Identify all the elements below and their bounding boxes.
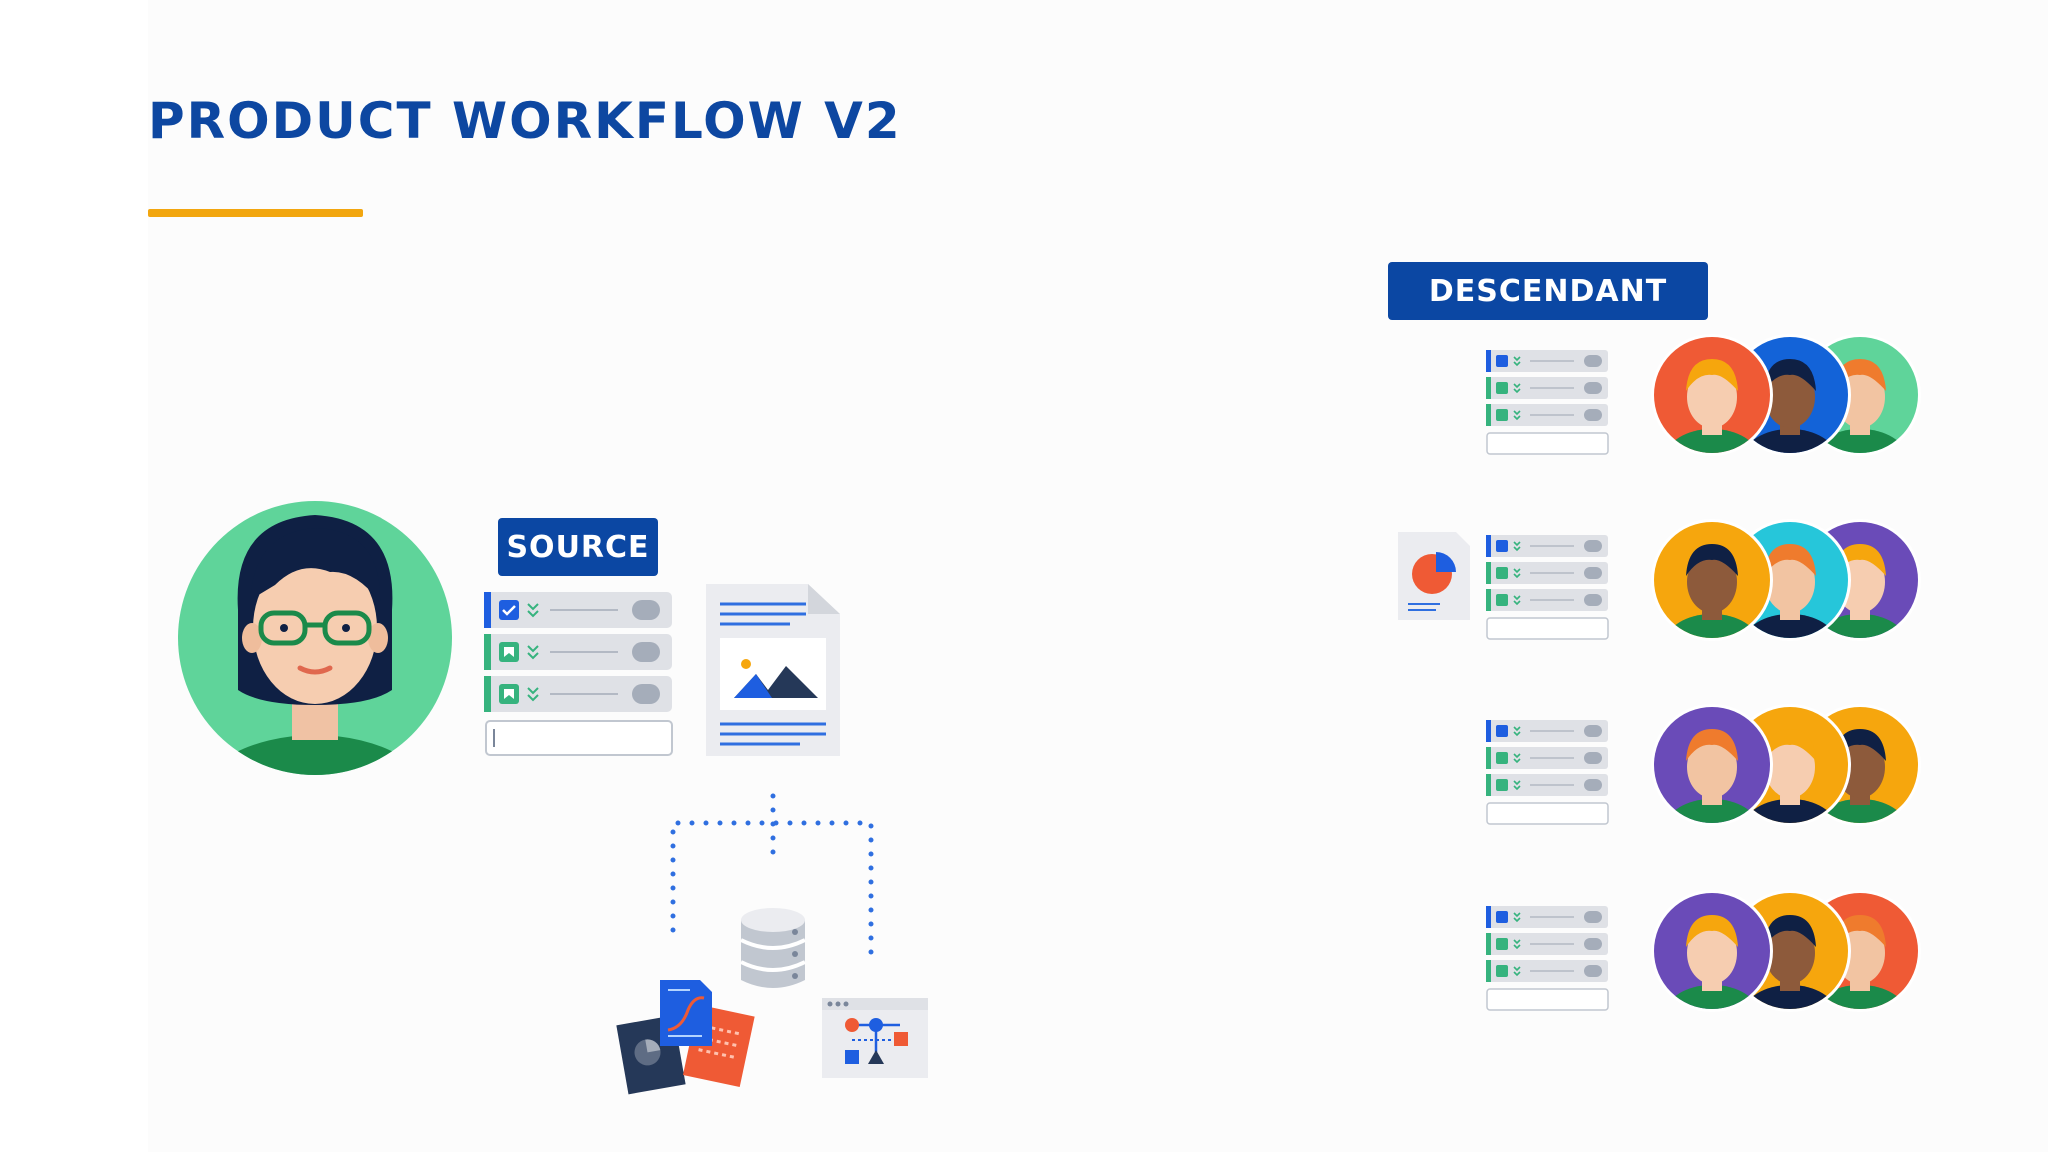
title-underline <box>148 209 363 217</box>
task-row <box>1486 377 1608 399</box>
task-list <box>1486 720 1609 825</box>
task-row <box>484 676 672 712</box>
task-row <box>1486 960 1608 982</box>
task-input <box>1486 988 1609 1011</box>
woman-glasses-avatar <box>1651 334 1773 456</box>
task-input <box>1486 802 1609 825</box>
task-row <box>1486 906 1608 928</box>
man-avatar <box>1651 519 1773 641</box>
source-label: SOURCE <box>498 518 658 576</box>
source-task-list <box>484 592 673 756</box>
task-list <box>1486 906 1609 1011</box>
document-image-icon <box>706 584 840 756</box>
flowchart-window-icon <box>822 998 928 1078</box>
task-row <box>1486 350 1608 372</box>
task-row <box>484 634 672 670</box>
files-stack-icon <box>616 980 755 1095</box>
task-row <box>1486 535 1608 557</box>
task-list <box>1486 535 1609 640</box>
database-icon <box>740 908 806 988</box>
task-row <box>1486 933 1608 955</box>
woman-hijab-avatar <box>1651 704 1773 826</box>
task-row <box>1486 589 1608 611</box>
task-input <box>1486 432 1609 455</box>
dotted-connector <box>670 793 874 963</box>
descendant-avatar-groups <box>1651 334 1921 1012</box>
task-input <box>485 720 673 756</box>
task-list <box>1486 350 1609 455</box>
page-title: PRODUCT WORKFLOW V2 <box>148 92 902 150</box>
task-row <box>1486 562 1608 584</box>
task-row <box>1486 747 1608 769</box>
source-person-avatar <box>178 501 452 775</box>
task-row <box>1486 720 1608 742</box>
man-avatar <box>1651 890 1773 1012</box>
task-row <box>484 592 672 628</box>
descendant-task-lists <box>1486 350 1609 1011</box>
descendant-label: DESCENDANT <box>1388 262 1708 320</box>
task-row <box>1486 774 1608 796</box>
task-input <box>1486 617 1609 640</box>
pie-chart-document-icon <box>1398 532 1470 620</box>
task-row <box>1486 404 1608 426</box>
